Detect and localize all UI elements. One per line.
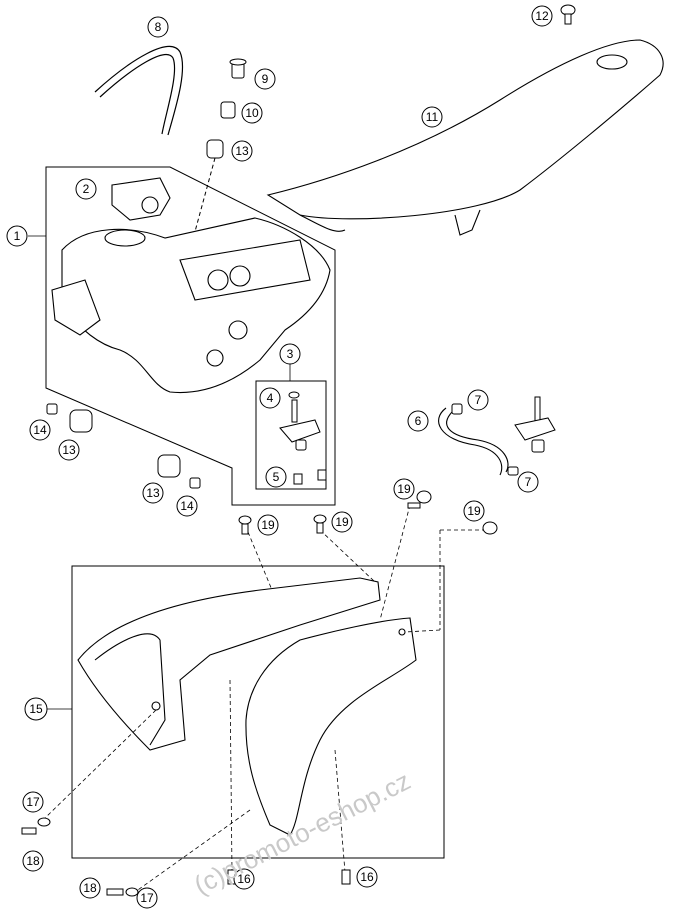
tank-group-frame bbox=[45, 166, 336, 506]
callout-2: 2 bbox=[75, 178, 97, 200]
fuel-tap-right-drawing bbox=[451, 396, 556, 476]
callout-19c: 19 bbox=[393, 478, 415, 500]
svg-text:2: 2 bbox=[83, 182, 90, 196]
svg-text:8: 8 bbox=[155, 20, 162, 34]
svg-text:19: 19 bbox=[397, 482, 411, 496]
callout-17b: 17 bbox=[136, 887, 158, 909]
tank-cap-drawing bbox=[111, 177, 171, 221]
svg-text:19: 19 bbox=[467, 504, 481, 518]
svg-text:19: 19 bbox=[335, 515, 349, 529]
svg-text:16: 16 bbox=[360, 870, 374, 884]
svg-text:13: 13 bbox=[146, 486, 160, 500]
callout-3: 3 bbox=[279, 343, 301, 365]
callout-18b: 18 bbox=[79, 877, 101, 899]
fuel-hose-drawing bbox=[438, 407, 509, 476]
svg-text:18: 18 bbox=[26, 854, 40, 868]
callout-13c: 13 bbox=[142, 482, 164, 504]
svg-text:14: 14 bbox=[33, 423, 47, 437]
svg-text:13: 13 bbox=[235, 144, 249, 158]
spoiler-group-frame bbox=[71, 565, 445, 859]
callout-14a: 14 bbox=[29, 419, 51, 441]
svg-text:13: 13 bbox=[62, 443, 76, 457]
callout-19b: 19 bbox=[331, 511, 353, 533]
callout-19d: 19 bbox=[463, 500, 485, 522]
svg-text:3: 3 bbox=[287, 347, 294, 361]
breather-hose-drawing bbox=[94, 46, 184, 136]
svg-text:10: 10 bbox=[245, 106, 259, 120]
callout-9: 9 bbox=[254, 68, 276, 90]
svg-text:6: 6 bbox=[415, 414, 422, 428]
callout-14b: 14 bbox=[176, 495, 198, 517]
fuel-tank-drawing bbox=[51, 217, 331, 394]
svg-text:4: 4 bbox=[267, 391, 274, 405]
callout-7b: 7 bbox=[517, 471, 539, 493]
rubber-bushings-drawing bbox=[46, 403, 201, 489]
callout-18a: 18 bbox=[22, 850, 44, 872]
seat-drawing bbox=[266, 39, 664, 236]
callout-10: 10 bbox=[241, 102, 263, 124]
svg-text:5: 5 bbox=[273, 470, 280, 484]
callout-16b: 16 bbox=[356, 866, 378, 888]
callout-1: 1 bbox=[6, 225, 28, 247]
svg-text:14: 14 bbox=[180, 499, 194, 513]
callout-17a: 17 bbox=[22, 791, 44, 813]
callout-13a: 13 bbox=[231, 140, 253, 162]
callout-6: 6 bbox=[407, 410, 429, 432]
svg-text:15: 15 bbox=[29, 702, 43, 716]
svg-text:17: 17 bbox=[140, 891, 154, 905]
svg-text:7: 7 bbox=[475, 393, 482, 407]
callout-8: 8 bbox=[147, 16, 169, 38]
callout-13b: 13 bbox=[58, 439, 80, 461]
hardware-parts bbox=[21, 490, 498, 897]
callout-4: 4 bbox=[259, 387, 281, 409]
svg-text:18: 18 bbox=[83, 881, 97, 895]
callouts: 1 2 3 4 5 6 7 7 8 9 10 11 12 13 13 13 14… bbox=[6, 5, 553, 909]
svg-text:7: 7 bbox=[525, 475, 532, 489]
callout-16a: 16 bbox=[233, 868, 255, 890]
fuel-tap-group-frame bbox=[255, 380, 327, 490]
callout-leaders bbox=[28, 235, 291, 710]
leader-lines bbox=[44, 504, 486, 893]
svg-text:17: 17 bbox=[26, 795, 40, 809]
callout-19a: 19 bbox=[257, 514, 279, 536]
left-spoiler-drawing bbox=[77, 577, 381, 751]
svg-text:16: 16 bbox=[237, 872, 251, 886]
seat-screw-drawing bbox=[560, 4, 576, 25]
svg-text:19: 19 bbox=[261, 518, 275, 532]
callout-5: 5 bbox=[265, 466, 287, 488]
callout-12: 12 bbox=[531, 5, 553, 27]
callout-11: 11 bbox=[421, 106, 443, 128]
svg-text:12: 12 bbox=[535, 9, 549, 23]
callout-15: 15 bbox=[24, 697, 48, 721]
callout-7a: 7 bbox=[467, 389, 489, 411]
svg-text:1: 1 bbox=[14, 229, 21, 243]
svg-text:9: 9 bbox=[262, 72, 269, 86]
right-spoiler-drawing bbox=[245, 617, 417, 836]
fuel-tap-drawing bbox=[279, 391, 327, 485]
screw-rubber-drawing bbox=[189, 58, 247, 251]
svg-text:11: 11 bbox=[426, 110, 439, 124]
